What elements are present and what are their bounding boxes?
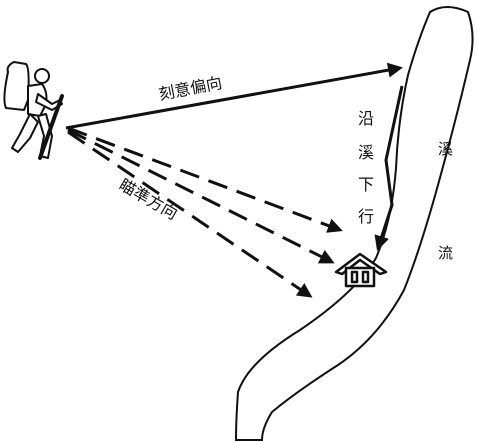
aim-arrow [67,130,313,298]
stream-label-char: 溪 [438,140,453,158]
house-icon [334,252,388,288]
deliberate-offset-label: 刻意偏向 [157,73,223,104]
offset-arrow [65,62,403,130]
hiker-icon [3,61,64,160]
follow-stream-label-char: 沿 [358,109,374,128]
aim-arrow [67,128,335,264]
aim-direction-label: 瞄準方向 [116,175,181,223]
follow-stream-label-char: 下 [358,175,374,194]
stream [234,6,474,441]
downstream-arrow [374,85,404,251]
follow-stream-label-char: 行 [358,207,374,226]
aim-arrow [67,126,343,233]
follow-stream-label-char: 溪 [358,143,374,162]
stream-label-char: 流 [438,244,453,262]
